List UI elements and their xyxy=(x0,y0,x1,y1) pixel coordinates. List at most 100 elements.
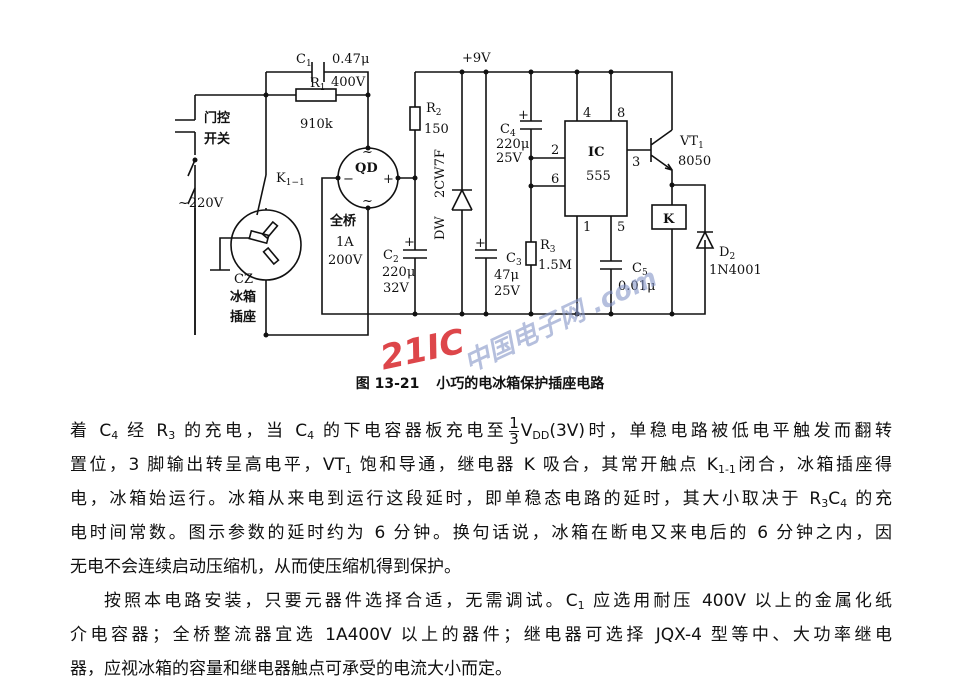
d2-type: 1N4001 xyxy=(709,263,762,278)
text-run: 无电不会连续启动压缩机，从而使压缩机得到保护。 xyxy=(70,557,461,577)
qd-plus: + xyxy=(383,172,394,187)
subscript: 4 xyxy=(111,429,119,442)
fraction-part: 3 xyxy=(509,429,519,448)
paragraph-line: 电时间常数。图示参数的延时约为 6 分钟。换句话说，冰箱在断电又来电后的 6 分… xyxy=(70,516,892,550)
paragraph-line: 置位，3 脚输出转呈高电平，VT1 饱和导通，继电器 K 吸合，其常开触点 K1… xyxy=(70,448,892,482)
r2-label: R2 xyxy=(426,101,442,118)
text-run: 按照本电路安装，只要元器件选择合适，无需调试。C xyxy=(104,591,578,611)
r3-label: R3 xyxy=(540,238,556,255)
ac-voltage-label: ~220V xyxy=(178,196,224,211)
c4-label: C4 xyxy=(500,122,516,139)
qd-label: QD xyxy=(355,161,378,176)
paragraph-line: 电，冰箱始运行。冰箱从来电到运行这段延时，即单稳态电路的延时，其大小取决于 R3… xyxy=(70,482,892,516)
c4-voltage: 25V xyxy=(496,151,523,166)
subscript: 1 xyxy=(344,463,352,476)
text-run: 置位，3 脚输出转呈高电平，VT xyxy=(70,455,345,475)
bridge-label: 全桥 xyxy=(329,213,357,229)
paragraph-line: 按照本电路安装，只要元器件选择合适，无需调试。C1 应选用耐压 400V 以上的… xyxy=(70,584,892,618)
subscript: 4 xyxy=(307,429,315,442)
text-run: C xyxy=(828,489,841,509)
junction-dots xyxy=(192,69,675,338)
text-run: 闭合，冰箱插座得 xyxy=(735,455,892,475)
c4-value: 220μ xyxy=(496,137,529,152)
pin-1: 1 xyxy=(583,220,591,235)
c1-voltage: 400V xyxy=(331,75,366,90)
text-run: 电，冰箱始运行。冰箱从来电到运行这段延时，即单稳态电路的延时，其大小取决于 R xyxy=(70,489,822,509)
bridge-voltage: 200V xyxy=(328,253,363,268)
component-labels: C1 0.47μ 400V R1 910k 门控 开关 K1−1 ~220V Q… xyxy=(178,51,762,325)
r1-label: R1 xyxy=(310,76,326,93)
paragraph-line: 介电容器；全桥整流器宜选 1A400V 以上的器件；继电器可选择 JQX-4 型… xyxy=(70,618,892,652)
qd-ac-bottom: ~ xyxy=(362,194,373,209)
figure-title: 小巧的电冰箱保护插座电路 xyxy=(436,376,605,392)
subscript: 3 xyxy=(821,497,829,510)
ic-label: IC xyxy=(588,145,604,160)
subscript: 4 xyxy=(840,497,848,510)
subscript: 1-1 xyxy=(717,463,736,476)
text-run: 饱和导通，继电器 K 吸合，其常开触点 K xyxy=(351,455,718,475)
cz-label: CZ xyxy=(234,272,253,287)
c2-value: 220μ xyxy=(382,265,415,280)
c1-value: 0.47μ xyxy=(332,52,369,67)
dw-type: 2CW7F xyxy=(433,149,448,198)
c2-voltage: 32V xyxy=(383,281,410,296)
text-run: 着 C xyxy=(70,421,112,441)
c5-value: 0.01μ xyxy=(618,279,655,294)
c3-voltage: 25V xyxy=(494,284,521,299)
vt1-type: 8050 xyxy=(678,154,711,169)
dw-label: DW xyxy=(433,216,448,240)
c1-label: C1 xyxy=(296,52,312,69)
pin-8: 8 xyxy=(617,106,625,121)
text-run: 经 R xyxy=(118,421,169,441)
c3-value: 47μ xyxy=(494,268,519,283)
wires xyxy=(175,62,715,336)
d2-label: D2 xyxy=(719,245,735,262)
c2-plus: + xyxy=(404,235,415,250)
text-run: 介电容器；全桥整流器宜选 1A400V 以上的器件；继电器可选择 JQX-4 型… xyxy=(70,625,892,645)
text-run: 的充 xyxy=(847,489,893,509)
r1-value: 910k xyxy=(300,117,333,132)
text-run: 器，应视冰箱的容量和继电器触点可承受的电流大小而定。 xyxy=(70,659,512,679)
door-switch-label-2: 开关 xyxy=(204,131,230,147)
socket-label: 冰箱 xyxy=(230,289,256,305)
qd-ac-top: ~ xyxy=(362,145,373,160)
ic-type: 555 xyxy=(586,169,611,184)
paragraph-line: 无电不会连续启动压缩机，从而使压缩机得到保护。 xyxy=(70,550,892,584)
qd-minus: − xyxy=(343,172,354,187)
text-run: V xyxy=(520,421,533,441)
r3-value: 1.5M xyxy=(538,258,572,273)
socket-label-2: 插座 xyxy=(230,309,256,325)
door-switch-label: 门控 xyxy=(204,110,230,126)
figure-caption: 图 13-21 小巧的电冰箱保护插座电路 xyxy=(0,373,960,393)
paragraph-line: 器，应视冰箱的容量和继电器触点可承受的电流大小而定。 xyxy=(70,652,892,686)
pin-5: 5 xyxy=(617,220,625,235)
c3-plus: + xyxy=(475,236,486,251)
figure-number: 图 13-21 xyxy=(355,376,420,392)
text-run: 应选用耐压 400V 以上的金属化纸 xyxy=(584,591,892,611)
c4-plus: + xyxy=(518,108,529,123)
relay-k-label: K xyxy=(663,212,675,227)
pin-2: 2 xyxy=(551,143,559,158)
r2-value: 150 xyxy=(424,122,449,137)
subscript: 3 xyxy=(168,429,176,442)
pin-3: 3 xyxy=(632,155,640,170)
subscript: 1 xyxy=(577,599,585,612)
pin-6: 6 xyxy=(551,172,559,187)
vcc-label: +9V xyxy=(462,51,491,66)
text-run: (3V)时，单稳电路被低电平触发而翻转 xyxy=(549,421,892,441)
c3-label: C3 xyxy=(506,251,522,268)
circuit-diagram: C1 0.47μ 400V R1 910k 门控 开关 K1−1 ~220V Q… xyxy=(175,51,762,338)
pin-4: 4 xyxy=(583,106,591,121)
subscript: DD xyxy=(532,429,550,442)
k11-label: K1−1 xyxy=(276,171,305,188)
text-run: 的充电，当 C xyxy=(175,421,308,441)
fraction-part: 1 xyxy=(509,413,519,432)
c2-label: C2 xyxy=(383,248,399,265)
text-run: 电时间常数。图示参数的延时约为 6 分钟。换句话说，冰箱在断电又来电后的 6 分… xyxy=(70,523,892,543)
vt1-label: VT1 xyxy=(679,134,704,151)
text-run: 的下电容器板充电至 xyxy=(314,421,508,441)
bridge-current: 1A xyxy=(336,235,354,250)
